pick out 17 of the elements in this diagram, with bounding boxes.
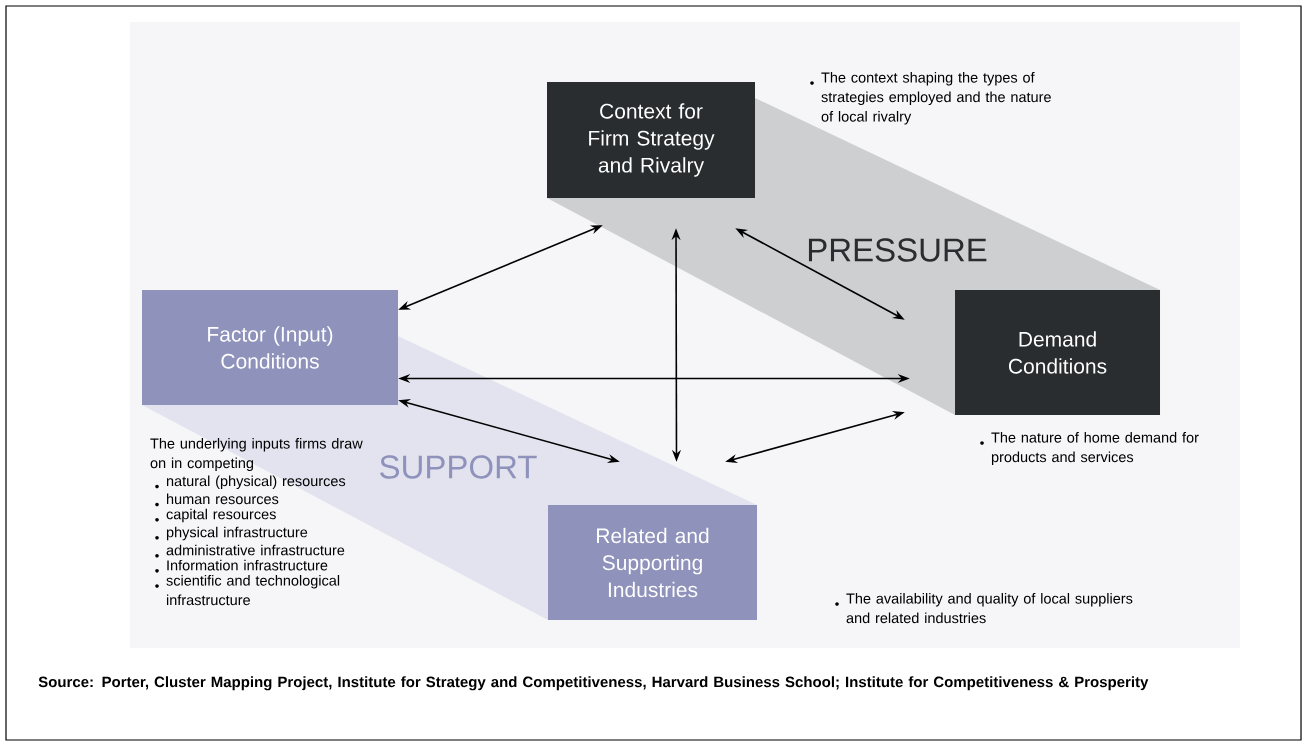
bullet-item: The availability and quality of local suppliers and related industries [846,593,1133,624]
band-label: PRESSURE [808,238,987,262]
bullet-item: The context shaping the types of strategies employed and the nature of local rivalry [821,72,1051,125]
bullet-item: human resources [167,493,279,505]
factor-box: Factor (Input) Conditions [142,290,398,405]
bullet-item: administrative infrastructure [166,544,345,556]
bullet-item: The nature of home demand for products and services [991,432,1199,465]
bullet-item: physical infrastructure [166,526,308,541]
factor-box: Related and Supporting Industries [548,505,757,620]
bullet-item: capital resources [166,508,276,523]
band-label: SUPPORT [380,455,537,479]
caption: Source: Porter, Cluster Mapping Project, Institute for Strategy and Competitiveness, Harvard Business School; Institute for Competitiveness & Prosperity [38,676,1149,691]
factor-box: Context for Firm Strategy and Rivalry [547,82,755,198]
bullet-item: natural (physical) resources [166,475,346,490]
factor-box: Demand Conditions [955,290,1160,415]
bullet-item: Information infrastructure [167,559,328,571]
bullet-item: scientific and technological infrastructure [166,575,340,606]
